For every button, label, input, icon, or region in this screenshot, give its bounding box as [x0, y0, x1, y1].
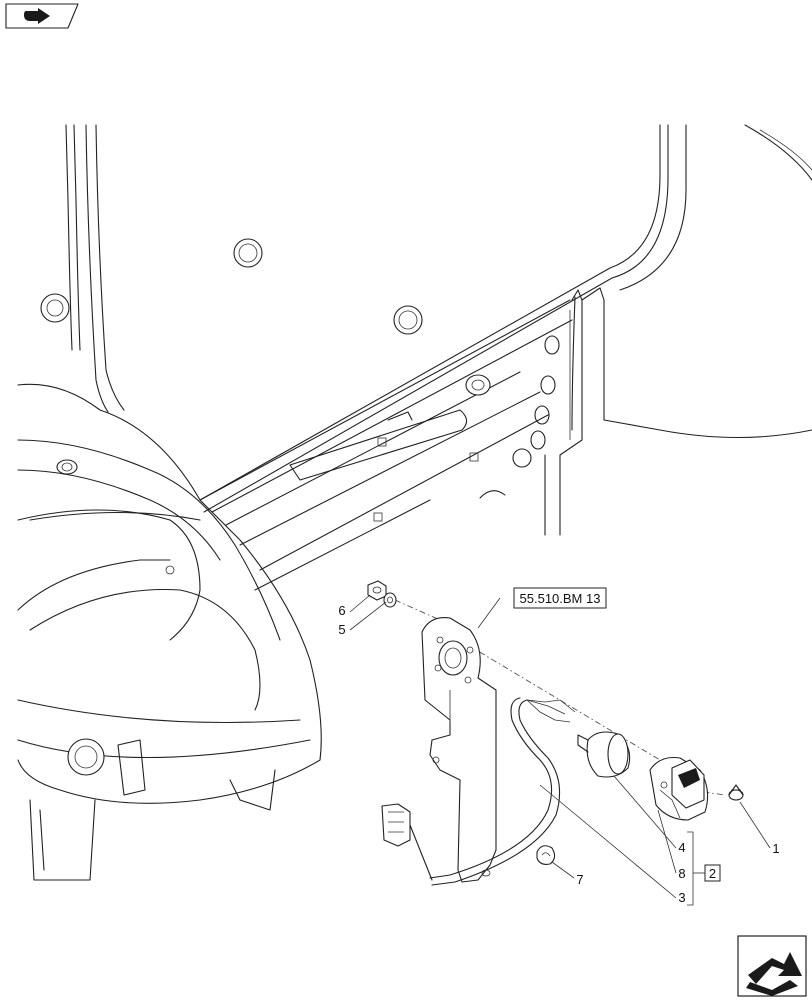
part-7-cable-clip[interactable] [536, 845, 556, 865]
leader-5 [349, 601, 387, 631]
grommet-4 [56, 459, 78, 475]
part-3-wiring-harness[interactable] [381, 697, 576, 886]
group-bracket [687, 831, 694, 906]
assembly-line-2 [467, 644, 661, 761]
callout-1: 1 [772, 841, 779, 856]
leader-6 [349, 594, 371, 613]
leader-ref [477, 597, 501, 629]
leader-1 [739, 801, 771, 849]
lamp-lens [67, 738, 105, 776]
leader-7 [551, 861, 575, 879]
cab-structure [17, 124, 812, 881]
callout-4: 4 [678, 840, 685, 855]
assembly-line-1 [394, 599, 441, 621]
part-1-screw[interactable] [728, 784, 744, 801]
navigation-arrow-icon[interactable] [737, 935, 807, 997]
leader-8 [657, 809, 677, 874]
leader-3 [539, 784, 677, 899]
callout-8: 8 [678, 866, 685, 881]
part-8-trailer-socket[interactable] [649, 756, 709, 821]
callout-2-box: 2 [704, 864, 721, 882]
grommet-1 [233, 238, 263, 268]
part-4-socket-boot[interactable] [577, 731, 631, 778]
socket-bracket[interactable] [421, 617, 497, 883]
callout-5: 5 [338, 622, 345, 637]
part-6-nut[interactable] [367, 580, 387, 601]
callout-2: 2 [709, 866, 716, 881]
grommet-2 [393, 305, 423, 335]
part-5-washer[interactable] [383, 592, 397, 608]
callout-7: 7 [576, 872, 583, 887]
callout-6: 6 [338, 603, 345, 618]
callout-3: 3 [678, 890, 685, 905]
reference-label: 55.510.BM 13 [520, 591, 601, 606]
forward-arrow-icon[interactable] [5, 3, 79, 29]
reference-callout[interactable]: 55.510.BM 13 [513, 587, 607, 609]
grommet-5 [465, 374, 491, 396]
grommet-3 [40, 293, 70, 323]
